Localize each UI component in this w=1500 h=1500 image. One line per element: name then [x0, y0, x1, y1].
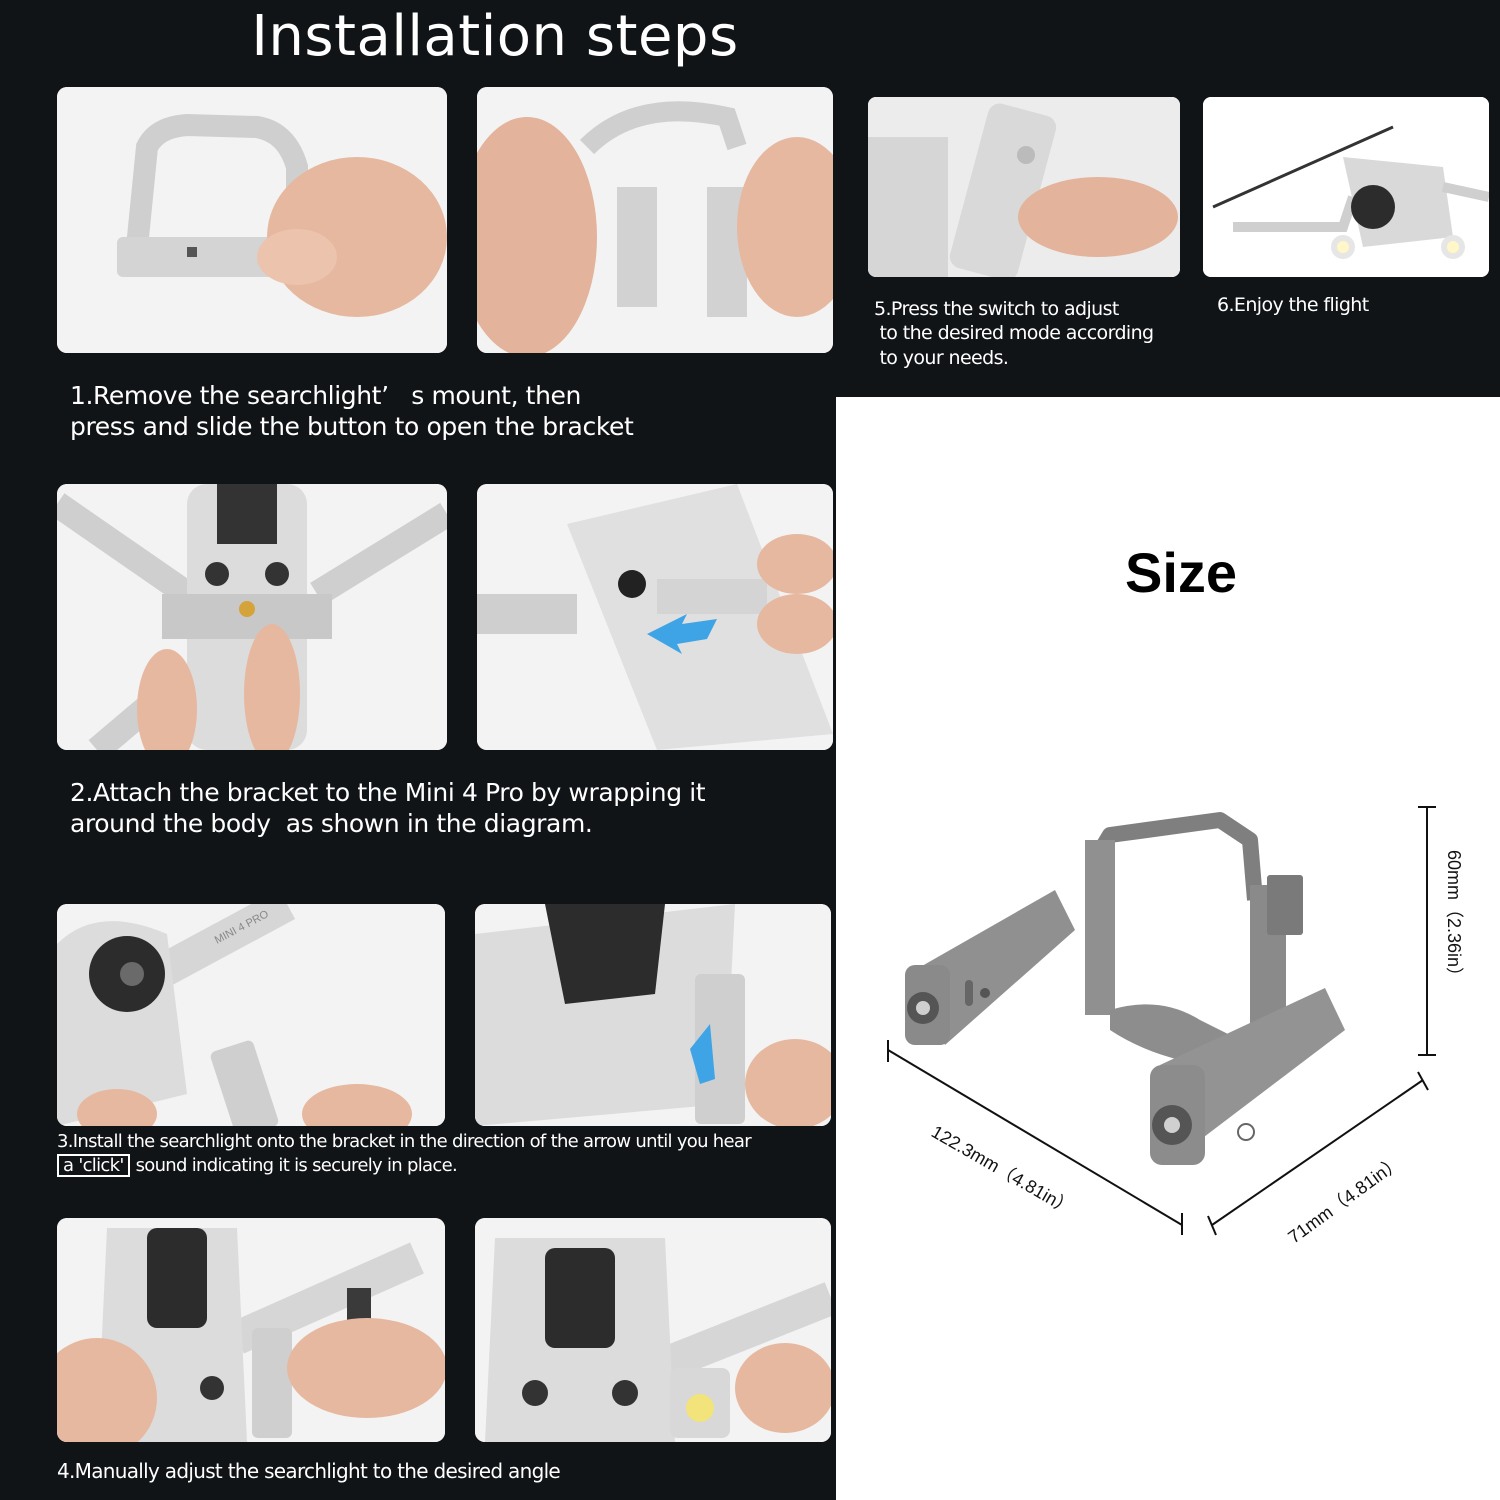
power-button-icon — [1237, 1123, 1255, 1141]
step5-caption: 5.Press the switch to adjust to the desi… — [874, 298, 1154, 369]
step4-photo-right — [475, 1218, 831, 1442]
dimension-lines — [887, 806, 1436, 1236]
step5-photo — [868, 97, 1180, 277]
press-switch-illustration — [868, 97, 1180, 277]
searchlight-attached-illustration — [475, 1218, 831, 1442]
height-dimension-label: 60mm（2.36in） — [1444, 850, 1464, 986]
size-panel — [836, 397, 1500, 1500]
step6-photo — [1203, 97, 1489, 277]
step3-photo-left: MINI 4 PRO — [57, 904, 445, 1126]
step6-caption: 6.Enjoy the flight — [1217, 294, 1369, 316]
step3-caption: 3.Install the searchlight onto the brack… — [57, 1131, 752, 1178]
step4-caption: 4.Manually adjust the searchlight to the… — [57, 1459, 561, 1483]
click-highlight-box: a 'click' — [57, 1153, 130, 1178]
step1-photo-left — [57, 87, 447, 353]
step2-caption: 2.Attach the bracket to the Mini 4 Pro b… — [70, 778, 706, 839]
searchlight-left-icon — [905, 890, 1075, 1045]
step2-photo-right — [477, 484, 833, 750]
step1-caption: 1.Remove the searchlight’ s mount, then … — [70, 381, 634, 442]
step1-photo-right — [477, 87, 833, 353]
step4-photo-left — [57, 1218, 445, 1442]
searchlight-right-icon — [1150, 988, 1345, 1165]
drone-underside-illustration — [57, 484, 447, 750]
searchlight-bracket-illustration: MINI 4 PRO — [57, 904, 445, 1126]
product-dimension-diagram — [887, 806, 1436, 1236]
bracket-slide-illustration — [477, 87, 833, 353]
insert-searchlight-illustration — [475, 904, 831, 1126]
drone-flight-illustration — [1203, 97, 1489, 277]
step2-photo-left — [57, 484, 447, 750]
bracket-hand-illustration — [57, 87, 447, 353]
size-title: Size — [1124, 541, 1238, 604]
page-title: Installation steps — [251, 4, 739, 69]
step3-photo-right — [475, 904, 831, 1126]
wrap-bracket-illustration — [477, 484, 833, 750]
adjust-angle-illustration — [57, 1218, 445, 1442]
